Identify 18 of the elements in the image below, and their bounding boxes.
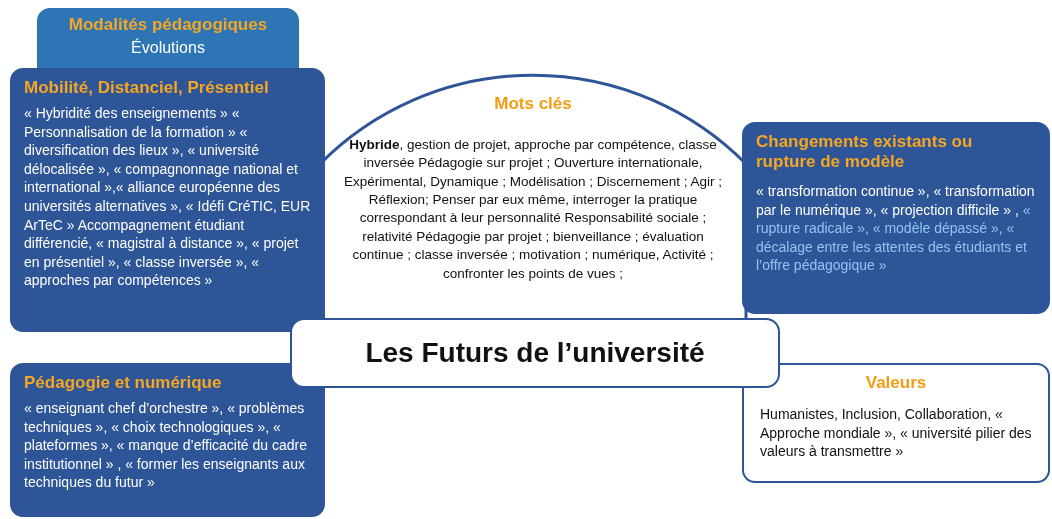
card-text: « enseignant chef d’orchestre », « problèmes techniques », « choix technologiques », « plateformes », « manque d’efficacité du cadre institutionnel » , « former les enseignants aux techniques du futur » [24,399,309,493]
card-heading: Modalités pédagogiques [67,15,269,35]
info-card [742,122,1050,314]
card-heading: Pédagogie et numérique [24,373,223,393]
card-heading: Changements existants ou rupture de modèle [756,132,974,172]
tab-panel [37,8,299,68]
info-card [10,363,325,517]
card-text: Humanistes, Inclusion, Collaboration, « Approche mondiale », « université pilier des valeurs à transmettre » [760,405,1032,461]
card-heading: Valeurs [864,373,928,393]
outlined-card [742,363,1050,483]
info-card [10,68,325,332]
card-text: « transformation continue », « transformation par le numérique », « projection difficile » , « rupture radicale », « modèle dépassé », « décalage entre les attentes des étudiants et l’offre pédagogique » [756,182,1036,276]
card-heading: Mobilité, Distanciel, Présentiel [24,78,270,98]
section-heading: Mots clés [493,94,573,114]
card-text: « Hybridité des enseignements » « Personnalisation de la formation » « diversification des lieux », « université délocalisée », « compagnonnage national et international »,« alliance européenne des universités alternatives », « Idéfi CréTIC, EUR ArTeC » Accompagnement étudiant différencié, « magistral à distance », « projet en présentiel », « classe inversée », « approches par compétences » [24,104,311,291]
subheading: Évolutions [130,37,206,58]
title-box: Les Futurs de l’université [290,318,780,388]
keyword-paragraph: Hybride, gestion de projet, approche par compétence, classe inversée Pédagogie sur projet ; Ouverture internationale, Expérimental, Dynamique ; Modélisation ; Discernement ; Agir ; Réflexion; Penser par eux même, interroger la pratique correspondant à leur personnalité Responsabilité sociale ; relativité Pédagogie par projet ; bienveillance ; évaluation continue ; classe inversée ; motivation ; numérique, Activité ; confronter les points de vues ; [342,136,724,283]
